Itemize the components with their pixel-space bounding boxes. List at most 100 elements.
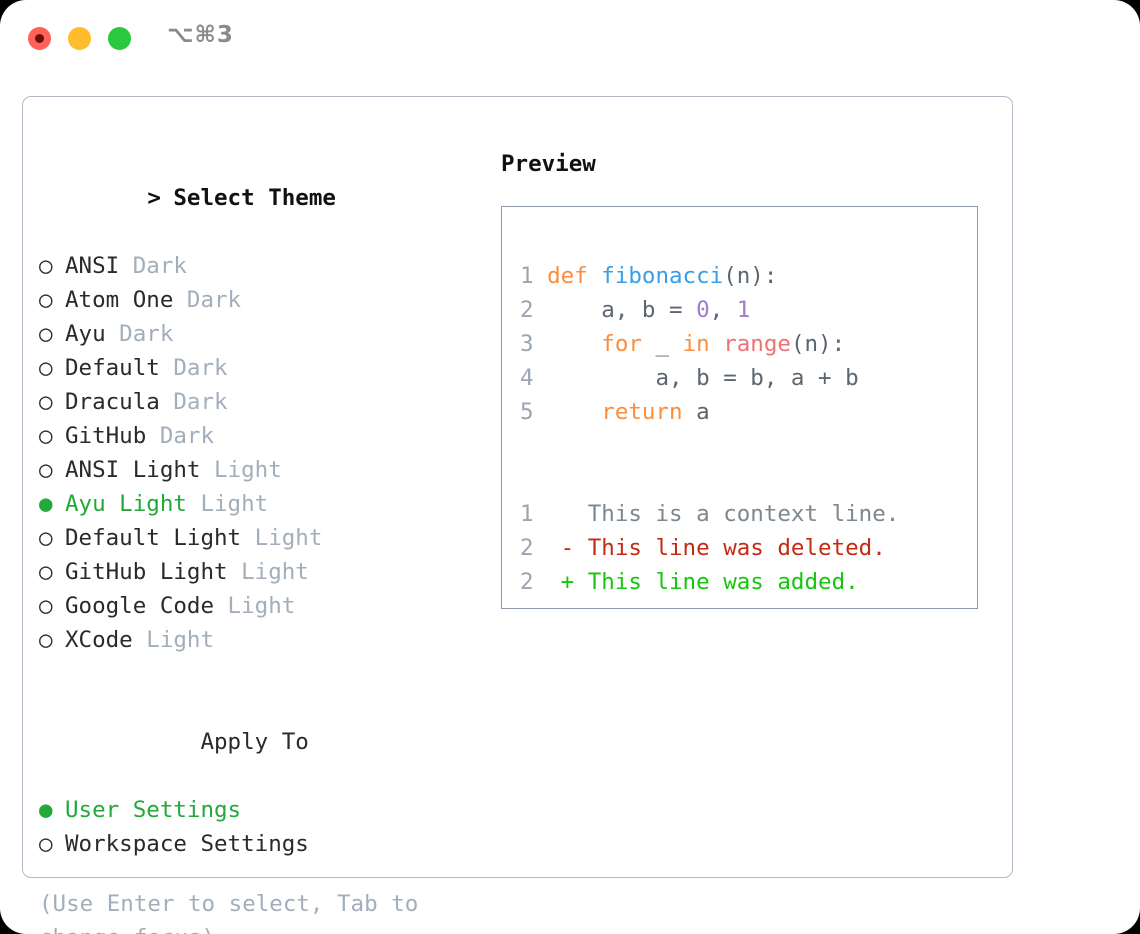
code-token-plain: ,	[709, 297, 737, 323]
theme-option-dracula[interactable]: ○Dracula Dark	[39, 385, 489, 419]
code-line: 2 a, b = 0, 1	[520, 293, 977, 327]
code-token-plain: a, b =	[547, 297, 697, 323]
theme-option-variant: Dark	[119, 253, 187, 279]
select-theme-header: >Select Theme	[39, 147, 489, 249]
theme-option-name: Dracula	[65, 389, 160, 415]
diff-line-text: This line was deleted.	[587, 535, 886, 561]
radio-unselected-icon: ○	[39, 525, 53, 551]
theme-list: ○ ANSI Dark ○ Atom One Dark ○ Ayu Dark ○ Defaul…	[39, 249, 489, 657]
keyboard-hint-text: (Use Enter to select, Tab to change focu…	[39, 891, 419, 934]
theme-option-ayu-light[interactable]: ●Ayu Light Light	[39, 487, 489, 521]
zoom-window-button[interactable]	[108, 27, 131, 50]
theme-option-github-light[interactable]: ○GitHub Light Light	[39, 555, 489, 589]
apply-to-spacer	[174, 725, 200, 759]
theme-option-name: ANSI Light	[65, 457, 201, 483]
theme-option-default-light[interactable]: ○Default Light Light	[39, 521, 489, 555]
theme-option-variant: Dark	[146, 423, 215, 449]
code-token-num: 1	[736, 297, 751, 323]
theme-option-variant: Dark	[159, 389, 228, 415]
theme-option-ansi-light[interactable]: ○ANSI Light Light	[39, 453, 489, 487]
theme-option-name: GitHub Light	[65, 559, 228, 585]
code-token-kw: for	[601, 331, 642, 357]
theme-option-github[interactable]: ○ GitHub Dark	[39, 419, 489, 453]
code-token-plain	[710, 331, 724, 357]
diff-marker	[547, 501, 588, 527]
theme-option-name: Google Code	[65, 593, 215, 619]
code-token-fn: fibonacci	[601, 263, 724, 289]
code-token-punc: (n):	[723, 263, 778, 289]
theme-option-variant: Light	[214, 593, 296, 619]
minimize-window-button[interactable]	[68, 27, 91, 50]
theme-option-google-code[interactable]: ○ Google Code Light	[39, 589, 489, 623]
apply-to-section: Apply To ●User Settings○Workspace Settin…	[39, 691, 489, 861]
theme-option-variant: Light	[132, 627, 215, 653]
theme-option-variant: Dark	[105, 321, 174, 347]
radio-unselected-icon: ○	[39, 287, 53, 313]
code-token-plain: _	[641, 331, 683, 357]
diff-line-del: 2 - This line was deleted.	[520, 531, 977, 565]
radio-unselected-icon: ○	[39, 423, 53, 449]
keyboard-shortcut-label: ⌥⌘3	[167, 22, 234, 48]
theme-selection-pane: >Select Theme ○ANSI Dark○Atom One Dark○A…	[39, 147, 489, 934]
diff-marker: -	[547, 535, 588, 561]
code-token-kw: return	[601, 399, 683, 425]
radio-unselected-icon: ○	[39, 253, 53, 279]
diff-line-text: This line was added.	[587, 569, 859, 595]
apply-to-option-workspace-settings[interactable]: ○ Workspace Settings	[39, 827, 489, 861]
code-token-plain	[547, 331, 601, 357]
radio-unselected-icon: ○	[39, 593, 53, 619]
code-token-plain	[547, 399, 601, 425]
code-line-number: 1	[520, 263, 548, 289]
theme-option-xcode[interactable]: ○XCode Light	[39, 623, 489, 657]
apply-to-option-label: User Settings	[65, 797, 242, 823]
theme-option-ayu[interactable]: ○ Ayu Dark	[39, 317, 489, 351]
theme-option-name: Ayu Light	[65, 491, 187, 517]
code-line-number: 4	[520, 365, 548, 391]
diff-line-number: 1	[520, 501, 548, 527]
radio-unselected-icon: ○	[39, 831, 53, 857]
code-token-num: 0	[696, 297, 710, 323]
radio-unselected-icon: ○	[39, 321, 53, 347]
theme-option-name: ANSI	[65, 253, 120, 279]
theme-option-variant: Light	[227, 559, 309, 585]
diff-marker: +	[547, 569, 588, 595]
theme-option-name: Default Light	[65, 525, 242, 551]
diff-line-text: This is a context line.	[587, 501, 900, 527]
theme-option-variant: Light	[186, 491, 269, 517]
code-token-kw: in	[682, 331, 710, 357]
code-line-number: 3	[520, 331, 548, 357]
preview-title: Preview	[501, 151, 596, 177]
theme-option-variant: Dark	[173, 287, 242, 313]
theme-option-name: Atom One	[65, 287, 174, 313]
preview-pane: Preview 1 def fibonacci(n):2 a, b = 0, 1…	[501, 147, 991, 609]
diff-sample: 1 This is a context line.2 - This line w…	[520, 497, 977, 599]
code-token-plain: a	[682, 399, 710, 425]
theme-option-name: GitHub	[65, 423, 147, 449]
code-token-call: range	[723, 331, 791, 357]
code-token-punc: (n):	[790, 331, 846, 357]
apply-to-option-user-settings[interactable]: ●User Settings	[39, 793, 489, 827]
select-theme-header-label: Select Theme	[173, 185, 336, 211]
diff-line-number: 2	[520, 569, 548, 595]
theme-option-atom-one[interactable]: ○ Atom One Dark	[39, 283, 489, 317]
radio-unselected-icon: ○	[39, 355, 53, 381]
theme-option-default[interactable]: ○Default Dark	[39, 351, 489, 385]
close-window-button[interactable]	[28, 27, 51, 50]
theme-option-name: Ayu	[65, 321, 106, 347]
theme-option-ansi[interactable]: ○ ANSI Dark	[39, 249, 489, 283]
code-line: 1 def fibonacci(n):	[520, 259, 977, 293]
theme-option-variant: Light	[200, 457, 282, 483]
theme-option-name: Default	[65, 355, 160, 381]
preview-spacer-2	[520, 463, 977, 497]
preview-spacer	[520, 429, 977, 463]
diff-line-number: 2	[520, 535, 548, 561]
apply-to-list: ●User Settings ○ Workspace Settings	[39, 793, 489, 861]
apply-to-option-label: Workspace Settings	[65, 831, 309, 857]
code-line: 5 return a	[520, 395, 977, 429]
code-line-number: 5	[520, 399, 548, 425]
theme-option-name: XCode	[65, 627, 133, 653]
diff-line-ctx: 1 This is a context line.	[520, 497, 977, 531]
theme-picker-card: >Select Theme ○ANSI Dark○Atom One Dark○A…	[22, 96, 1013, 934]
